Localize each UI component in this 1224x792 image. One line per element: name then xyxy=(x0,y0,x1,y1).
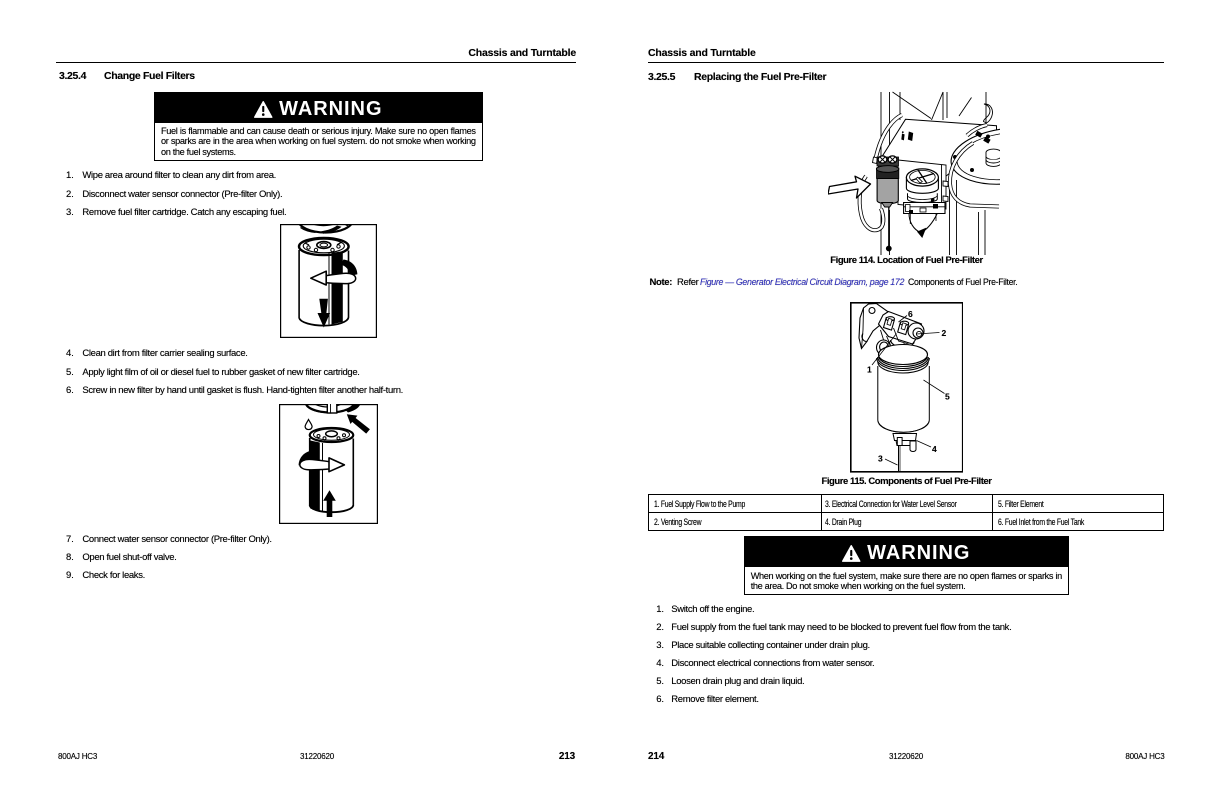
svg-text:3: 3 xyxy=(878,454,883,464)
svg-text:5: 5 xyxy=(945,392,950,402)
svg-text:1: 1 xyxy=(867,365,872,375)
svg-text:4: 4 xyxy=(932,444,937,454)
svg-text:2: 2 xyxy=(941,328,946,338)
svg-text:6: 6 xyxy=(908,309,913,319)
